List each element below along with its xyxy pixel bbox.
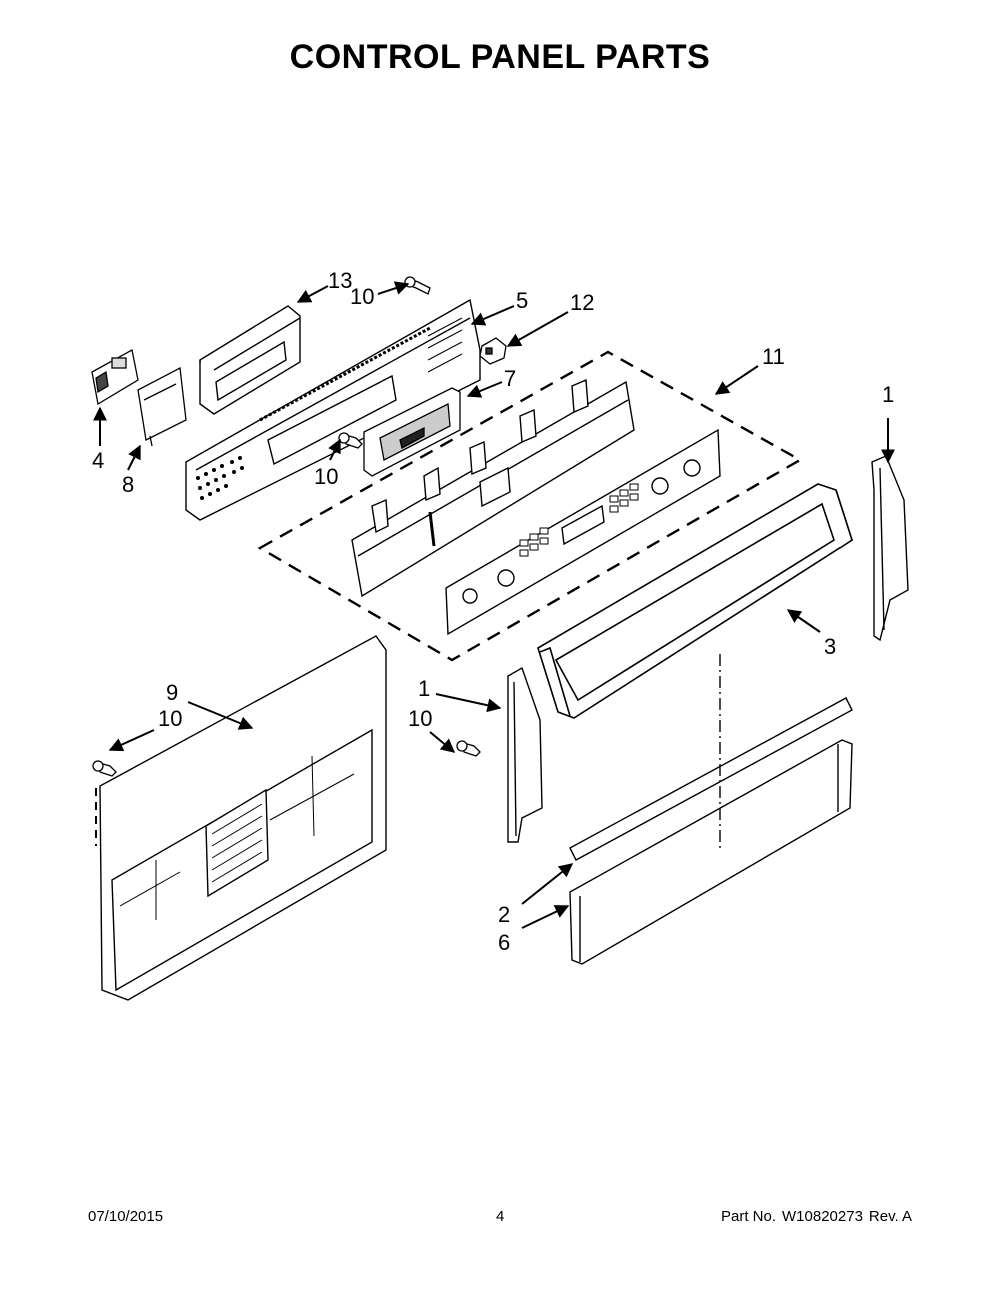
part-4-control-board xyxy=(91,349,139,406)
part-9-backguard xyxy=(95,635,387,1001)
callout-6: 6 xyxy=(498,930,510,955)
part-1-side-trim-left xyxy=(507,666,543,843)
part-2-support-strip xyxy=(569,697,853,861)
part-8-bracket xyxy=(137,366,187,447)
callout-1-left: 1 xyxy=(418,676,430,701)
footer-revision: Rev. A xyxy=(868,1208,912,1225)
part-3-panel-frame xyxy=(537,483,853,719)
part-1-side-trim-right xyxy=(871,455,909,642)
footer-part-number: W10820273 xyxy=(782,1208,863,1225)
callout-11: 11 xyxy=(762,344,785,369)
callout-10-left-trim: 10 xyxy=(408,706,432,731)
callout-10-mid: 10 xyxy=(314,464,338,489)
callout-5: 5 xyxy=(516,288,528,313)
page-title: CONTROL PANEL PARTS xyxy=(289,38,711,76)
footer-part-info: Part No. W10820273 Rev. A xyxy=(715,1208,912,1225)
callout-1-right: 1 xyxy=(882,382,894,407)
footer-page-number: 4 xyxy=(496,1208,505,1225)
callout-13: 13 xyxy=(328,268,352,293)
leader-lines xyxy=(93,281,895,929)
part-12-switch xyxy=(479,337,507,365)
part-5-rear-panel xyxy=(185,298,481,521)
footer-date: 07/10/2015 xyxy=(88,1208,164,1225)
callout-8: 8 xyxy=(122,472,134,497)
part-6-lower-bracket xyxy=(569,739,853,965)
part-10-screw-mid xyxy=(338,432,363,449)
part-10-screw-left-trim xyxy=(456,740,481,757)
callout-10-backguard: 10 xyxy=(158,706,182,731)
callout-7: 7 xyxy=(504,366,516,391)
assembly-outline-11 xyxy=(257,350,803,662)
part-13-shield xyxy=(199,305,301,415)
callout-2: 2 xyxy=(498,902,510,927)
callout-9: 9 xyxy=(166,680,178,705)
callout-12: 12 xyxy=(570,290,594,315)
callout-4: 4 xyxy=(92,448,104,473)
callout-10-top: 10 xyxy=(350,284,374,309)
part-7-electronic-control xyxy=(363,387,461,477)
part-10-screw-top xyxy=(404,276,431,295)
footer-part-label: Part No. xyxy=(720,1208,777,1225)
control-panel-overlay xyxy=(445,428,721,636)
callout-3: 3 xyxy=(824,634,836,659)
part-10-screw-backguard xyxy=(92,760,117,777)
